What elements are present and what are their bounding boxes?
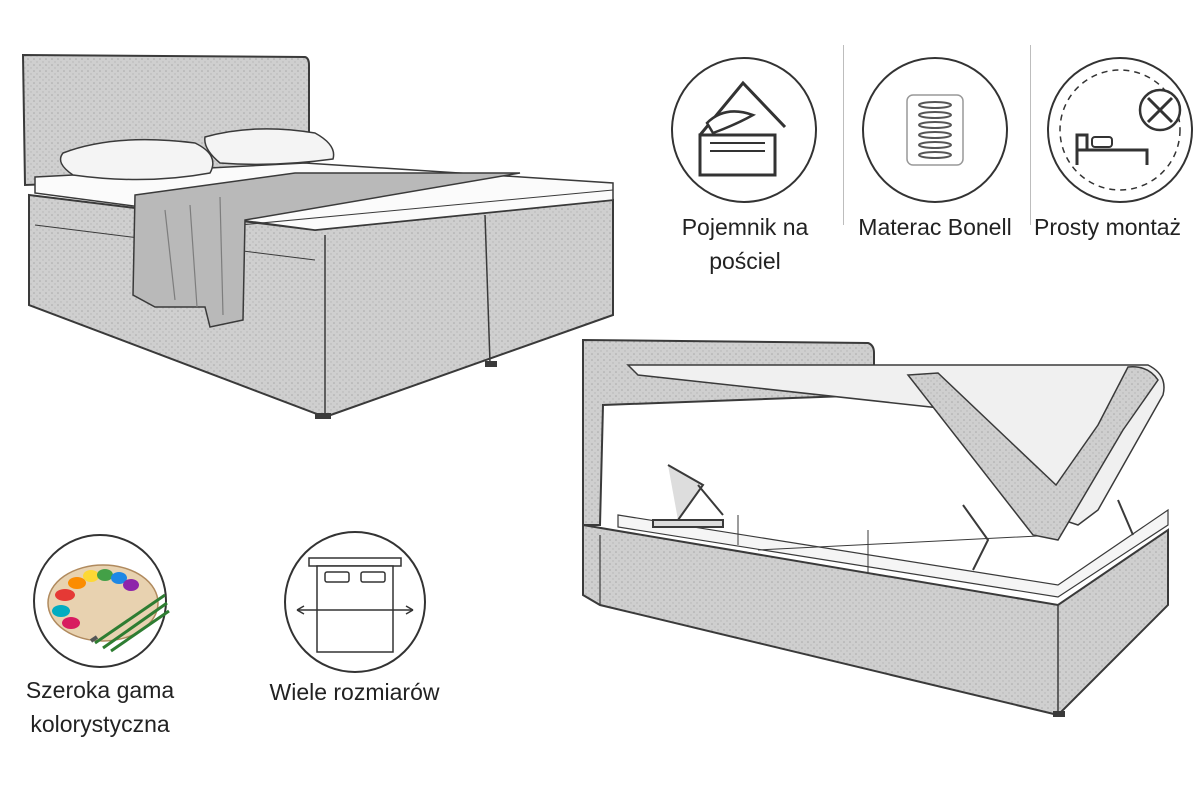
feature-colors: Szeroka gama kolorystyczna <box>25 533 175 737</box>
storage-box-icon <box>671 57 817 203</box>
bed-sizes-icon <box>284 531 426 673</box>
bonell-spring-icon <box>862 57 1008 203</box>
open-bed-illustration <box>578 335 1193 720</box>
feature-sizes-label: Wiele rozmiarów <box>247 675 462 709</box>
closed-bed-illustration <box>15 45 630 435</box>
feature-storage-line-1: Pojemnik na <box>681 214 809 240</box>
feature-colors-label: Szeroka gama kolorystyczna <box>5 673 195 741</box>
feature-bonell-label: Materac Bonell <box>845 210 1025 244</box>
separator <box>1030 45 1031 225</box>
feature-sizes-line-1: Wiele rozmiarów <box>269 679 440 705</box>
color-palette-icon <box>33 534 170 668</box>
feature-storage-label: Pojemnik na pościel <box>645 210 845 278</box>
feature-sizes: Wiele rozmiarów <box>270 530 439 705</box>
feature-storage-line-2: pościel <box>709 248 781 274</box>
feature-colors-line-1: Szeroka gama <box>25 677 175 703</box>
feature-storage: Pojemnik na pościel <box>665 55 825 274</box>
separator <box>843 45 844 225</box>
feature-assembly-line-1: Prosty montaż <box>1034 214 1181 240</box>
feature-assembly: Prosty montaż <box>1034 55 1200 240</box>
easy-assembly-icon <box>1047 57 1193 203</box>
feature-colors-line-2: kolorystyczna <box>30 711 170 737</box>
feature-assembly-label: Prosty montaż <box>1034 210 1200 244</box>
feature-bonell-line-1: Materac Bonell <box>858 214 1012 240</box>
feature-bonell: Materac Bonell <box>855 55 1015 240</box>
